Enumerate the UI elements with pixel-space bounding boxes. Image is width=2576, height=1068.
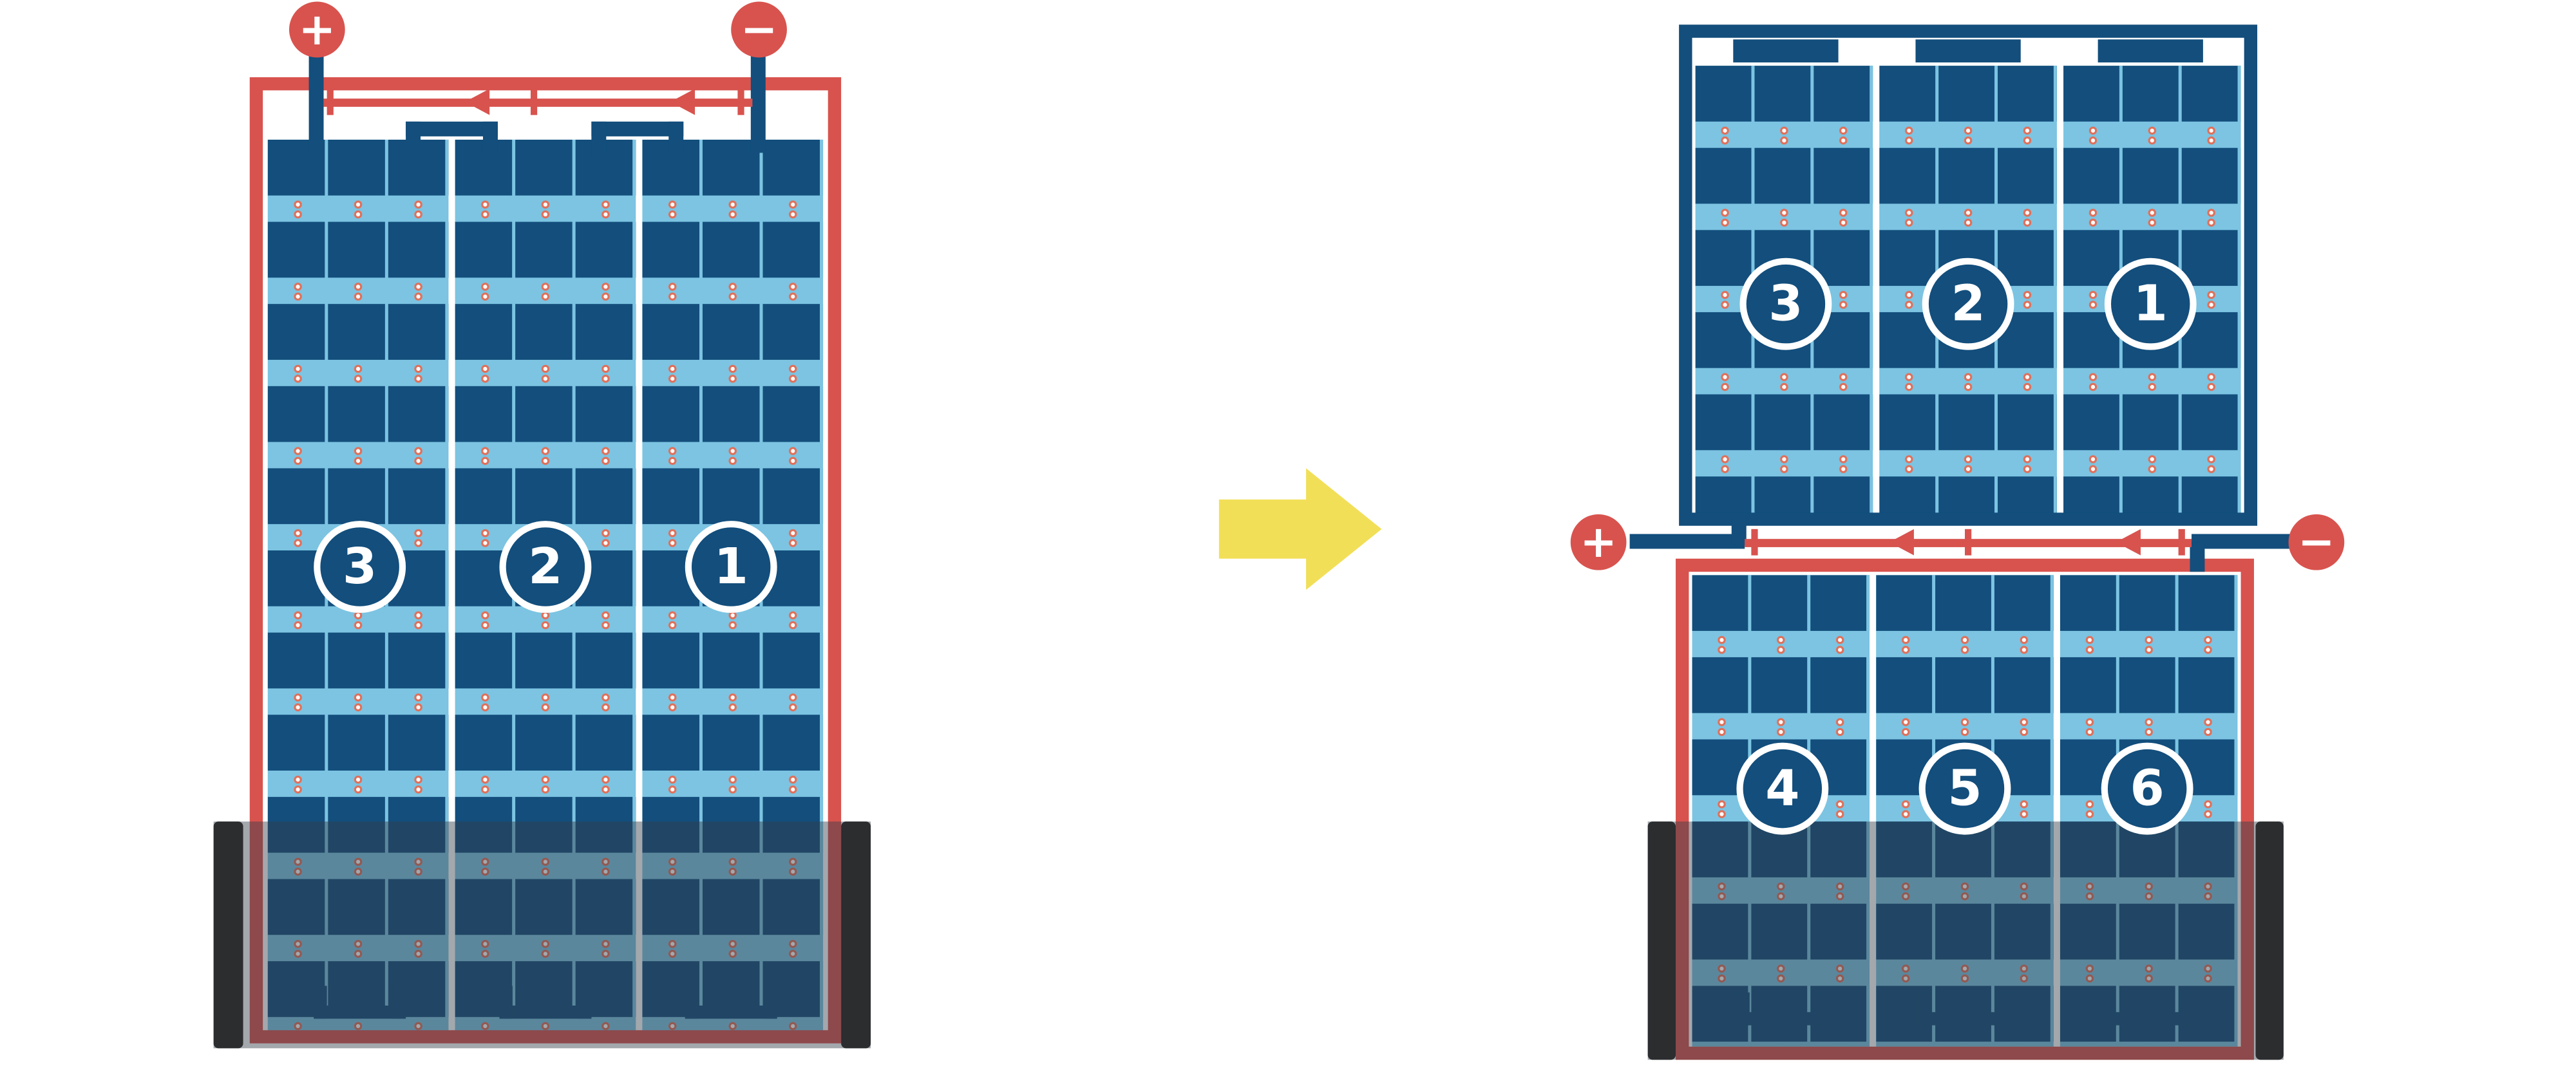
right-top-panel [1695, 66, 2241, 523]
right-arrow-shaft [1218, 499, 1308, 559]
right-bottom-frame [1676, 558, 2254, 1060]
string-number: 3 [1768, 275, 1803, 333]
string-number: 2 [528, 538, 563, 596]
flow-tick [2178, 529, 2185, 556]
shadow-edge [2255, 821, 2284, 1060]
series-jumper [1736, 992, 1829, 1026]
shadow-edge [213, 821, 243, 1049]
minus-lead-wire [2192, 534, 2307, 549]
string-number: 3 [343, 538, 377, 596]
flow-arrowhead-icon [464, 88, 490, 115]
string-number: 4 [1765, 760, 1800, 818]
string-number-badge: 1 [2104, 258, 2197, 350]
top-jumper-tab [1915, 39, 2021, 62]
string-number-badge: 5 [1918, 742, 2011, 835]
current-flow-line [323, 98, 753, 107]
plus-sign: + [298, 4, 336, 55]
flow-tick [327, 88, 334, 115]
plus-sign: + [1580, 516, 1617, 568]
cell-string [455, 139, 636, 1035]
top-jumper-tab [2098, 39, 2203, 62]
string-number-badge: 6 [2101, 742, 2193, 835]
string-number: 5 [1947, 760, 1982, 818]
series-jumper [314, 986, 406, 1019]
series-jumper [591, 121, 684, 158]
right-arrow-icon [1306, 468, 1382, 590]
shadow-overlay [213, 821, 871, 1049]
right-plus-terminal: + [1570, 514, 1627, 570]
series-jumper [1918, 992, 2011, 1026]
series-jumper [499, 986, 592, 1019]
string-number-badge: 2 [499, 521, 592, 614]
flow-tick [530, 88, 538, 115]
string-number-badge: 3 [314, 521, 406, 614]
string-number-badge: 4 [1736, 742, 1829, 835]
flow-tick [1964, 529, 1972, 556]
cell-string [2063, 66, 2241, 523]
series-jumper [406, 121, 498, 158]
right-top-frame [1679, 24, 2258, 526]
left-plus-terminal: + [289, 1, 345, 58]
minus-sign: − [740, 4, 778, 55]
shadow-edge [1647, 821, 1676, 1060]
junction-stub [2190, 542, 2205, 572]
plus-lead-wire [308, 54, 324, 153]
flow-arrowhead-icon [2116, 529, 2141, 556]
flow-tick [1751, 529, 1758, 556]
minus-lead-wire [750, 54, 766, 153]
string-number-badge: 1 [685, 521, 777, 614]
left-module-frame [249, 77, 842, 1044]
shadow-overlay [1647, 821, 2284, 1060]
string-number: 6 [2130, 760, 2164, 818]
series-jumper [685, 986, 777, 1019]
flow-arrowhead-icon [1889, 529, 1914, 556]
string-number: 1 [2133, 275, 2168, 333]
string-number-badge: 2 [1922, 258, 2014, 350]
left-minus-terminal: − [731, 1, 787, 58]
right-minus-terminal: − [2288, 514, 2345, 570]
junction-stub [1731, 516, 1747, 546]
series-jumper [2101, 992, 2193, 1026]
top-jumper-tab [1733, 39, 1839, 62]
string-number: 2 [1951, 275, 1985, 333]
minus-sign: − [2298, 516, 2335, 568]
string-number: 1 [714, 538, 748, 596]
string-number-badge: 3 [1739, 258, 1832, 350]
plus-lead-wire [1629, 534, 1745, 549]
flow-tick [737, 88, 744, 115]
cell-string [1876, 575, 2054, 1047]
flow-arrowhead-icon [670, 88, 696, 115]
shadow-edge [841, 821, 871, 1049]
